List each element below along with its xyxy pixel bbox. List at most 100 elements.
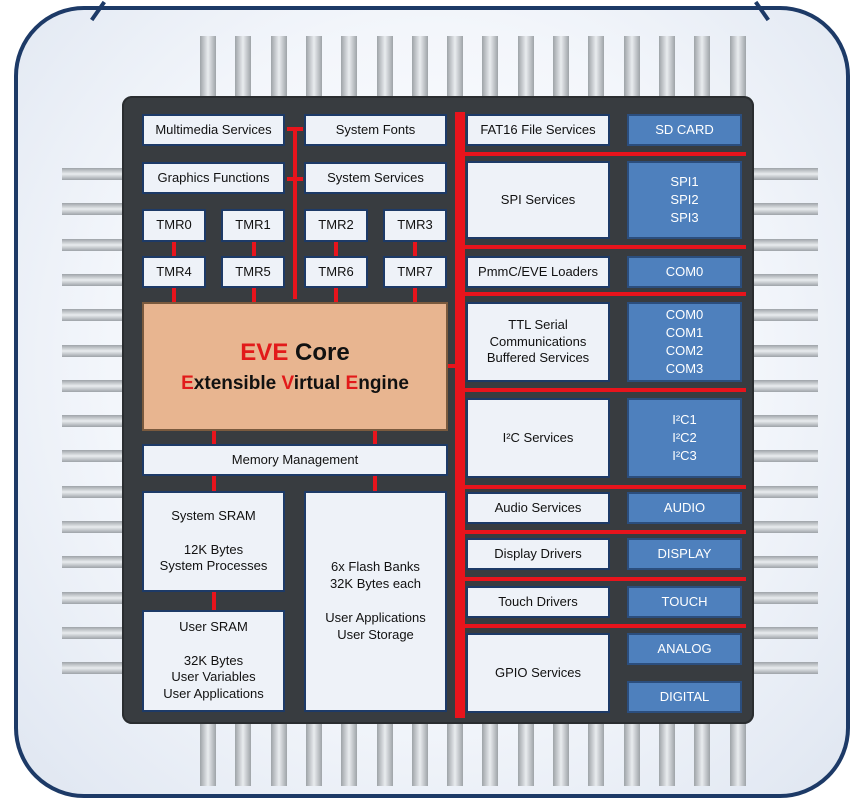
port-analog: ANALOG <box>627 633 742 665</box>
pin-left <box>62 556 122 568</box>
pin-top <box>659 36 675 96</box>
pin-bottom <box>306 724 322 786</box>
pin-bottom <box>694 724 710 786</box>
pin-bottom <box>200 724 216 786</box>
pin-bottom <box>659 724 675 786</box>
timer-tmr6: TMR6 <box>304 256 368 288</box>
pin-right <box>754 415 818 427</box>
ttl-serial-services: TTL Serial Communications Buffered Servi… <box>466 302 610 382</box>
bus-vertical-left <box>293 127 297 299</box>
bus-tmr2-6 <box>334 242 338 258</box>
timer-tmr3: TMR3 <box>383 209 447 242</box>
timer-tmr1: TMR1 <box>221 209 285 242</box>
core-subtitle: Extensible Virtual Engine <box>181 373 409 395</box>
port-com0: COM0 <box>627 256 742 288</box>
bus-tmr3-7 <box>413 242 417 258</box>
bus-row-6 <box>460 530 746 534</box>
bus-row-1 <box>460 152 746 156</box>
system-fonts: System Fonts <box>304 114 447 146</box>
pin-left <box>62 415 122 427</box>
bus-tmr4-core <box>172 288 176 302</box>
bus-tick-graphics <box>287 177 303 181</box>
system-services: System Services <box>304 162 447 194</box>
multimedia-services: Multimedia Services <box>142 114 285 146</box>
pin-top <box>518 36 534 96</box>
port-i2c: I²C1 I²C2 I²C3 <box>627 398 742 478</box>
bus-row-2 <box>460 245 746 249</box>
pin-top <box>588 36 604 96</box>
core-title-accent: EVE <box>240 338 289 366</box>
pin-left <box>62 486 122 498</box>
port-com-all: COM0 COM1 COM2 COM3 <box>627 302 742 382</box>
gpio-services: GPIO Services <box>466 633 610 713</box>
port-display: DISPLAY <box>627 538 742 570</box>
pin-right <box>754 168 818 180</box>
pin-left <box>62 203 122 215</box>
pin-left <box>62 309 122 321</box>
flash-banks: 6x Flash Banks 32K Bytes each User Appli… <box>304 491 447 712</box>
bus-row-3 <box>460 292 746 296</box>
bus-tmr7-core <box>413 288 417 302</box>
graphics-functions: Graphics Functions <box>142 162 285 194</box>
pin-bottom <box>341 724 357 786</box>
pin-top <box>306 36 322 96</box>
core-title-rest: Core <box>288 338 350 366</box>
bus-right-rail <box>460 112 465 718</box>
bus-core-mem-right <box>373 430 377 444</box>
bus-row-7 <box>460 577 746 581</box>
pin-top <box>624 36 640 96</box>
pin-left <box>62 239 122 251</box>
pin-top <box>447 36 463 96</box>
pin-right <box>754 627 818 639</box>
timer-tmr5: TMR5 <box>221 256 285 288</box>
pin-right <box>754 345 818 357</box>
pin-bottom <box>271 724 287 786</box>
pin-left <box>62 274 122 286</box>
pin-left <box>62 450 122 462</box>
user-sram: User SRAM 32K Bytes User Variables User … <box>142 610 285 712</box>
pin-right <box>754 592 818 604</box>
pmmc-eve-loaders: PmmC/EVE Loaders <box>466 256 610 288</box>
fat16-file-services: FAT16 File Services <box>466 114 610 146</box>
system-sram: System SRAM 12K Bytes System Processes <box>142 491 285 592</box>
pin-right <box>754 450 818 462</box>
bus-tmr5-core <box>252 288 256 302</box>
pin-right <box>754 662 818 674</box>
pin-right <box>754 486 818 498</box>
core-sub-part: E <box>181 372 194 394</box>
bus-main-vertical <box>455 112 460 718</box>
pin-bottom <box>588 724 604 786</box>
port-digital: DIGITAL <box>627 681 742 713</box>
pin-right <box>754 556 818 568</box>
port-touch: TOUCH <box>627 586 742 618</box>
pin-right <box>754 380 818 392</box>
timer-tmr0: TMR0 <box>142 209 206 242</box>
core-sub-part: xtensible <box>193 372 282 394</box>
pin-right <box>754 203 818 215</box>
spi-services: SPI Services <box>466 161 610 239</box>
pin-top <box>412 36 428 96</box>
timer-tmr2: TMR2 <box>304 209 368 242</box>
pin-bottom <box>518 724 534 786</box>
core-title: EVE Core <box>240 339 349 367</box>
touch-drivers: Touch Drivers <box>466 586 610 618</box>
bus-mem-flash <box>373 476 377 491</box>
pin-left <box>62 521 122 533</box>
core-sub-part: irtual <box>293 372 346 394</box>
timer-tmr4: TMR4 <box>142 256 206 288</box>
bus-tick-multimedia <box>287 127 303 131</box>
bus-core-mem-left <box>212 430 216 444</box>
port-audio: AUDIO <box>627 492 742 524</box>
pin-top <box>341 36 357 96</box>
pin-left <box>62 380 122 392</box>
pin-bottom <box>730 724 746 786</box>
bus-core-link <box>447 364 457 368</box>
bus-sram-link <box>212 592 216 610</box>
pin-top <box>694 36 710 96</box>
bus-row-5 <box>460 485 746 489</box>
bus-tmr1-5 <box>252 242 256 258</box>
bus-row-8 <box>460 624 746 628</box>
pin-bottom <box>482 724 498 786</box>
core-sub-part: ngine <box>358 372 409 394</box>
port-spi: SPI1 SPI2 SPI3 <box>627 161 742 239</box>
